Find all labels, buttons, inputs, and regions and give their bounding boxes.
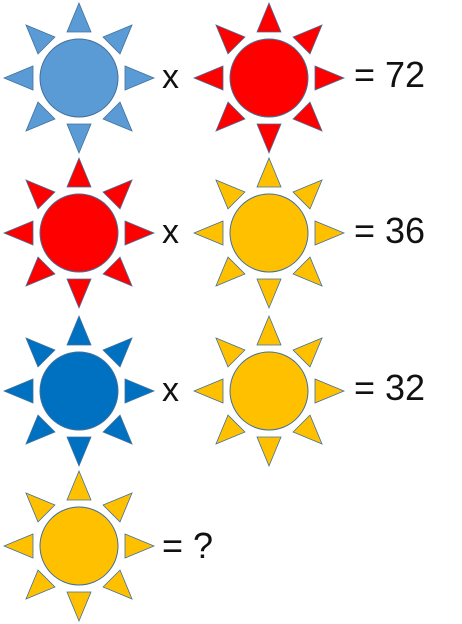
sun-icon-gold bbox=[191, 313, 347, 469]
equation-result: = 32 bbox=[354, 367, 426, 408]
multiply-operator: x bbox=[162, 58, 179, 96]
sun-icon-red bbox=[191, 0, 347, 156]
sun-icon-dark-blue bbox=[1, 313, 157, 469]
equation-result: = 72 bbox=[354, 54, 426, 95]
multiply-operator: x bbox=[162, 213, 179, 251]
sun-icon-light-blue bbox=[1, 0, 157, 156]
sun-icon-gold bbox=[1, 468, 157, 624]
sun-icon-gold bbox=[191, 155, 347, 311]
multiply-operator: x bbox=[162, 371, 179, 409]
sun-icon-red bbox=[1, 155, 157, 311]
equation-result-unknown: = ? bbox=[162, 525, 214, 566]
equation-result: = 36 bbox=[354, 210, 426, 251]
